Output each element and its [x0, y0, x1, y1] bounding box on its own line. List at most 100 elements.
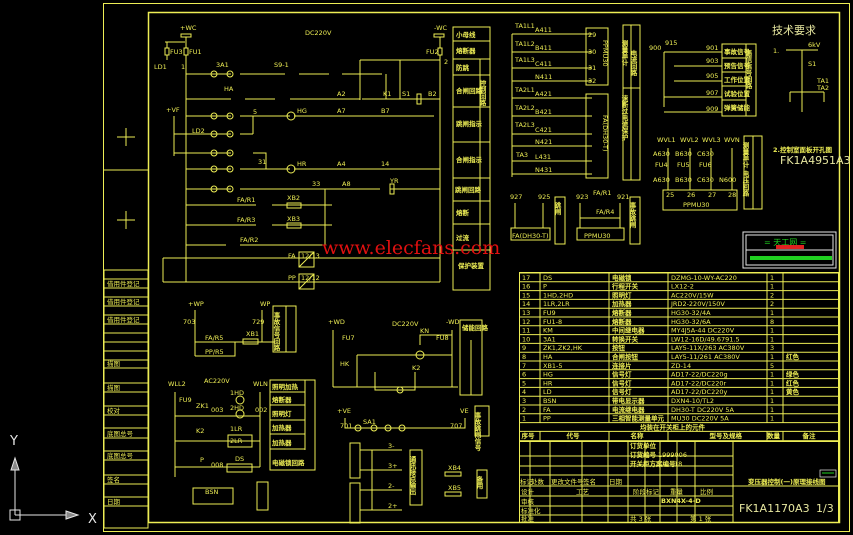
cad-label: WP — [260, 300, 270, 308]
cad-label: 储能回路 — [461, 323, 489, 332]
cad-label: S9-1 — [274, 61, 289, 69]
cad-line-element — [210, 149, 218, 157]
cad-label: BXN4X-4-D — [661, 497, 701, 505]
cad-label: 防跳 — [456, 63, 470, 72]
cad-line-element — [242, 338, 259, 345]
cad-label: 002 — [255, 406, 267, 414]
table-cell: AD17-22/DC220g — [671, 371, 728, 379]
cad-label: 1. — [773, 47, 779, 55]
table-cell: 11 — [522, 327, 530, 335]
cad-label: 校对 — [107, 406, 121, 415]
cad-label: WVL2 — [680, 136, 699, 144]
cad-line-element — [721, 43, 757, 117]
cad-label: 描图 — [107, 359, 120, 368]
cad-label: XB2 — [287, 194, 300, 202]
cad-label: WVL3 — [702, 136, 721, 144]
cad-line-element — [226, 149, 234, 157]
cad-label: FU3 — [170, 48, 183, 56]
cad-label: LD2 — [192, 127, 205, 135]
cad-line-element — [786, 49, 825, 112]
cad-label: N431 — [535, 166, 552, 174]
cad-label: FA/R3 — [237, 216, 255, 224]
table-cell: 转换开关 — [612, 334, 639, 343]
table-cell: DS — [543, 274, 552, 282]
cad-label: KN — [420, 327, 429, 335]
cad-label: FU7 — [342, 334, 355, 342]
cad-label: 12/12 — [301, 274, 320, 282]
cad-line-element — [269, 379, 316, 471]
cad-label: K2 — [412, 364, 420, 372]
cad-label: 32 — [588, 77, 596, 85]
table-cell: 信号灯 — [612, 387, 632, 396]
cad-line-element — [256, 481, 269, 511]
table-cell: FU9 — [543, 309, 556, 317]
table-cell: 9 — [522, 344, 526, 352]
cad-label: 1 — [181, 63, 185, 71]
cad-label: 开关柜方案编号 — [630, 459, 676, 468]
cad-label: 第 1 张 — [690, 514, 712, 523]
cad-line-element — [235, 395, 245, 405]
cad-line-element — [384, 424, 392, 432]
table-cell: 6 — [522, 371, 526, 379]
cad-line-element — [226, 165, 234, 173]
cad-label: HA — [224, 85, 234, 93]
cad-line-element — [750, 256, 832, 260]
cad-label: XB5 — [448, 484, 461, 492]
table-cell: 3 — [522, 397, 526, 405]
table-note: 均装在开关柜上的元件 — [640, 422, 706, 431]
cad-label: FU1 — [189, 48, 202, 56]
cad-label: 照明加热 — [272, 382, 299, 391]
cad-line-element — [433, 33, 445, 38]
cad-label: 25 — [666, 191, 674, 199]
table-cell: LAY5-11X/263 AC380V — [671, 344, 745, 352]
cad-line-element — [370, 424, 378, 432]
cad-label: 底图总号 — [107, 429, 134, 438]
cad-label: HK — [340, 360, 350, 368]
table-cell: HG30-32/4A — [671, 309, 711, 317]
table-cell: 2 — [770, 300, 774, 308]
cad-line-element — [453, 40, 490, 251]
cad-label: B411 — [535, 44, 552, 52]
cad-label: SA1 — [363, 418, 376, 426]
table-cell: 1 — [770, 397, 774, 405]
table-cell: ZD-14 — [671, 362, 691, 370]
cad-label: 处数 — [531, 477, 545, 486]
cad-label: 弹簧储能 — [724, 103, 751, 112]
cad-label: PP/R5 — [205, 348, 224, 356]
cad-label: -WD — [446, 318, 460, 326]
cad-label: +VF — [166, 106, 180, 114]
cad-line-element — [174, 392, 261, 477]
table-cell: 1 — [770, 327, 774, 335]
cad-label: TA2L2 — [514, 104, 535, 112]
cad-line-element — [354, 424, 362, 432]
cad-line-element — [226, 70, 234, 78]
table-cell: 信号灯 — [612, 378, 632, 387]
table-cell: 电流继电器 — [612, 405, 645, 414]
cad-line-element — [235, 409, 245, 419]
cad-label: 加热器 — [271, 438, 292, 447]
table-header: 数量 — [767, 431, 781, 440]
cad-label: 跳闸回路 — [455, 185, 482, 194]
cad-label: B630 — [675, 176, 692, 184]
table-cell: 信号灯 — [612, 370, 632, 379]
cad-label: 描图 — [107, 383, 120, 392]
cad-label: 跳闸指示 — [456, 119, 483, 128]
cad-line-element — [514, 203, 621, 228]
cad-line-element — [147, 11, 841, 524]
cad-label: 通讯接点输出 — [408, 455, 416, 497]
table-cell: HR — [543, 379, 553, 387]
cad-label: C421 — [535, 126, 552, 134]
cad-line-element — [349, 482, 361, 524]
cad-label: A630 — [653, 150, 670, 158]
cad-label: HG — [297, 107, 307, 115]
table-cell: 连接片 — [612, 361, 632, 370]
cad-label: TA2L3 — [514, 121, 535, 129]
cad-label: PPMU30 — [683, 201, 709, 209]
cad-label: 变压器控制(一)原理接线图 — [748, 477, 826, 486]
cad-label: TA2 — [816, 84, 829, 92]
cad-label: 电流回路 — [629, 49, 637, 78]
cad-line-element — [629, 196, 641, 245]
